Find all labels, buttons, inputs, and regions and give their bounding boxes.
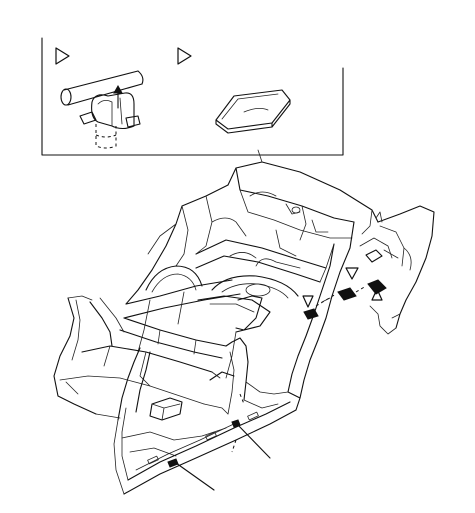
clip-block-2-icon [367,279,387,295]
vehicle-underbody-frame [53,149,435,495]
clip-on-rod-part [60,70,144,149]
clip-block-1-icon [337,287,357,301]
callout-leader-1 [175,462,215,491]
callout-leader-2 [235,422,271,459]
pad-part [215,89,291,134]
triangle-marker-left-icon [55,47,70,65]
triangle-marker-right-icon [177,47,192,65]
triangle-marker-main-3-icon [302,295,314,308]
clip-block-3-icon [303,308,319,320]
triangle-marker-main-1-icon [345,267,359,280]
inset-frame [41,37,344,156]
triangle-marker-main-2-icon [371,288,383,301]
